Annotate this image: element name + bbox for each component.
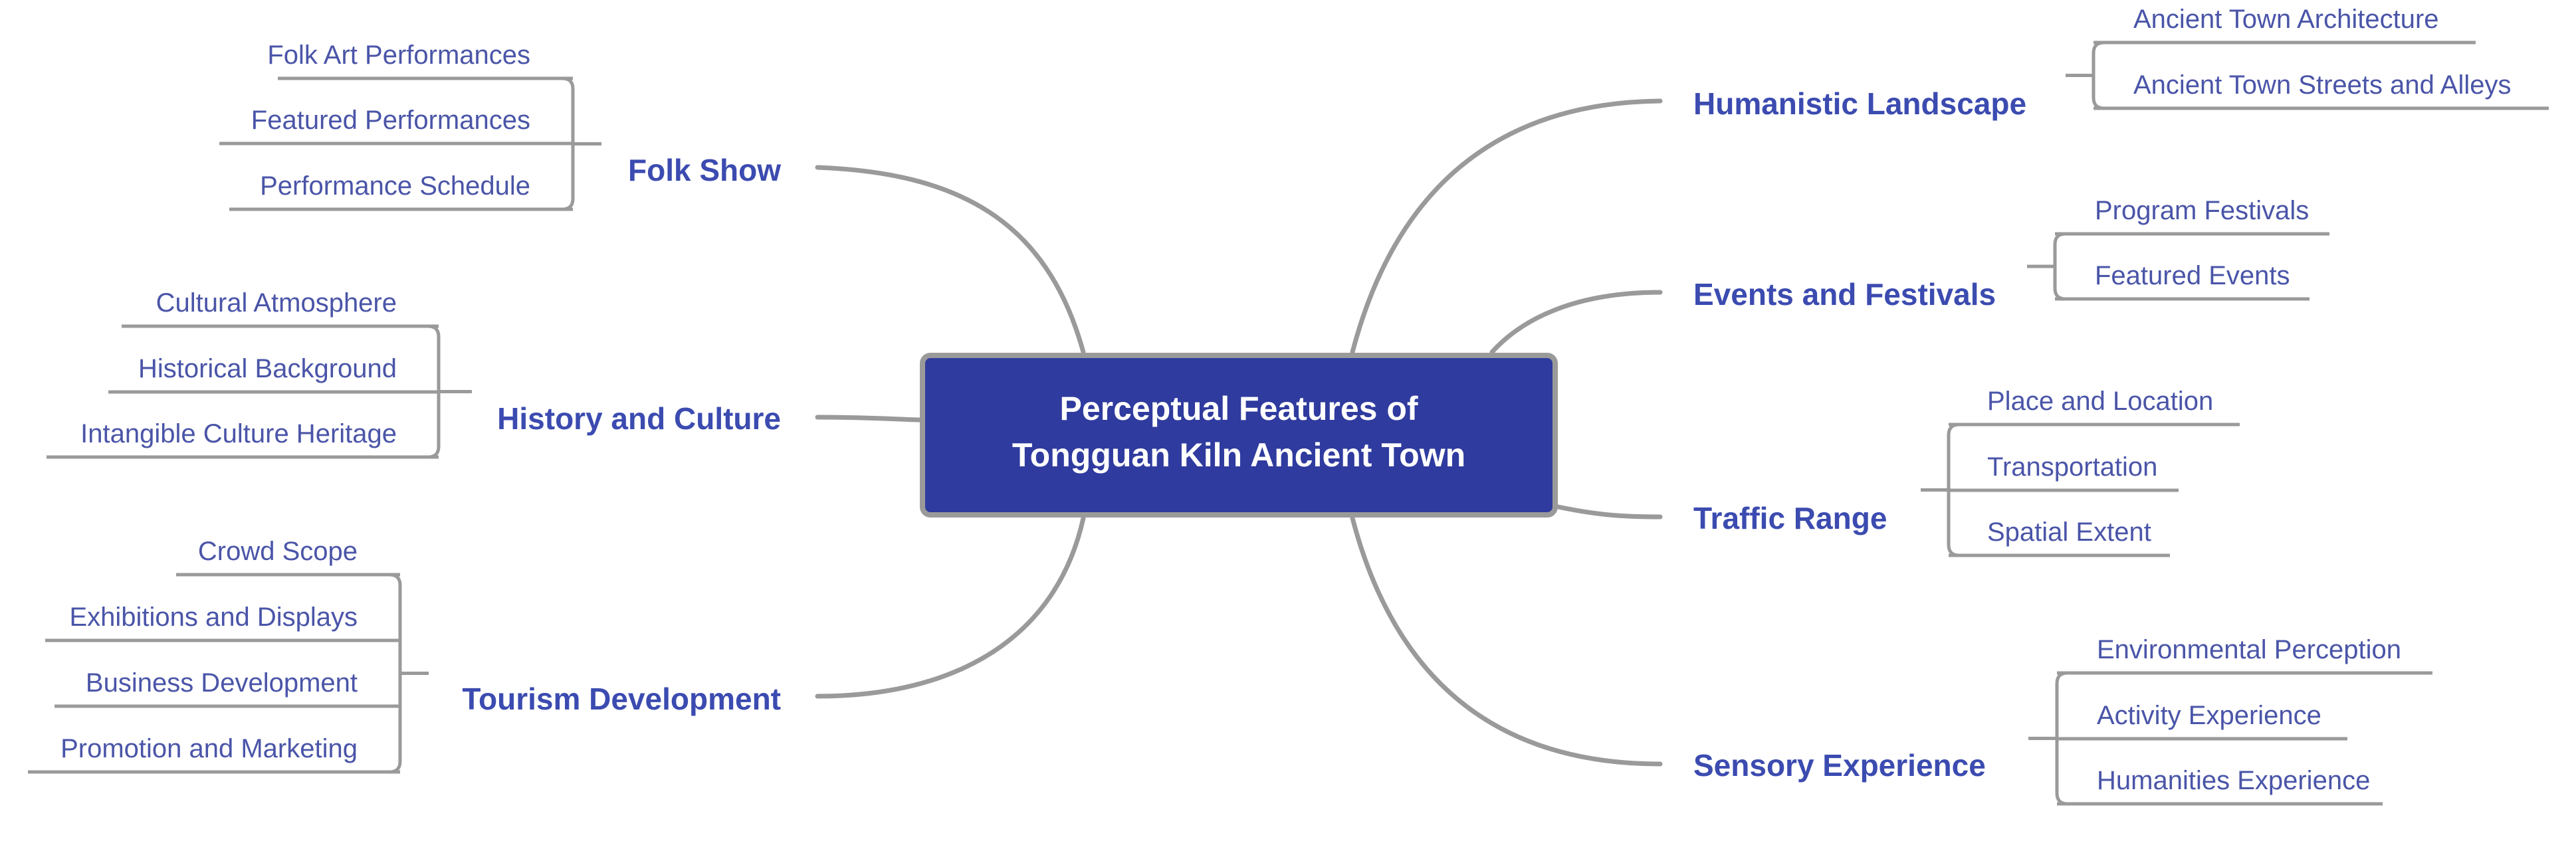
history-and-culture-connector [815, 415, 925, 423]
main-topic-humanistic-landscape: Humanistic Landscape [1693, 86, 2026, 121]
humanistic-landscape-bracket [2092, 41, 2105, 110]
subtopic-label: Featured Events [2095, 261, 2290, 290]
subtopic-label: Intangible Culture Heritage [80, 419, 397, 448]
subtopic-item[interactable]: Crowd Scope [176, 537, 400, 577]
subtopic-label: Featured Performances [251, 106, 530, 135]
main-topic-traffic-range: Traffic Range [1693, 501, 1887, 535]
sensory-experience-connector [1350, 516, 1663, 767]
subtopic-label: Exhibitions and Displays [69, 603, 358, 632]
main-topic-events-and-festivals: Events and Festivals [1693, 277, 1996, 312]
tourism-development-bracket [389, 573, 402, 774]
branch-traffic-range[interactable]: Traffic Range Place and LocationTransport… [1693, 387, 2240, 557]
subtopic-label: Ancient Town Architecture [2133, 5, 2439, 34]
subtopic-item[interactable]: Transportation [1949, 452, 2179, 492]
subtopic-label: Historical Background [138, 354, 397, 383]
branch-humanistic-landscape[interactable]: Humanistic Landscape Ancient Town Archite… [1693, 5, 2549, 121]
subtopic-item[interactable]: Ancient Town Streets and Alleys [2093, 70, 2549, 110]
subtopic-item[interactable]: Cultural Atmosphere [122, 288, 439, 328]
subtopic-item[interactable]: Program Festivals [2055, 196, 2329, 236]
humanistic-landscape-connector [1350, 98, 1663, 355]
subtopic-item[interactable]: Environmental Perception [2057, 635, 2432, 675]
subtopic-item[interactable]: Featured Events [2055, 261, 2309, 301]
subtopic-item[interactable]: Ancient Town Architecture [2093, 5, 2476, 45]
subtopic-item[interactable]: Intangible Culture Heritage [47, 419, 439, 459]
folk-show-connector [815, 165, 1086, 355]
subtopic-label: Place and Location [1987, 387, 2213, 416]
events-and-festivals-bracket [2053, 232, 2066, 301]
subtopic-item[interactable]: Featured Performances [219, 106, 573, 145]
main-topic-sensory-experience: Sensory Experience [1693, 748, 1986, 783]
central-topic[interactable]: Perceptual Features of Tongguan Kiln Anci… [920, 353, 1558, 518]
subtopic-label: Humanities Experience [2097, 766, 2370, 795]
central-topic-title-line1: Perceptual Features of [1059, 390, 1418, 427]
subtopic-label: Business Development [86, 668, 358, 698]
central-topic-box [920, 353, 1558, 518]
subtopic-item[interactable]: Business Development [54, 668, 400, 708]
main-topic-history-and-culture: History and Culture [497, 401, 781, 436]
subtopic-label: Environmental Perception [2097, 635, 2401, 664]
subtopic-label: Cultural Atmosphere [156, 288, 397, 318]
subtopic-item[interactable]: Place and Location [1949, 387, 2240, 427]
branch-events-and-festivals[interactable]: Events and Festivals Program FestivalsFea… [1693, 196, 2329, 312]
subtopic-item[interactable]: Historical Background [108, 354, 439, 394]
subtopic-label: Performance Schedule [260, 171, 530, 201]
subtopic-label: Spatial Extent [1987, 518, 2151, 547]
tourism-development-connector [815, 516, 1086, 699]
main-topic-folk-show: Folk Show [628, 153, 781, 187]
subtopic-label: Folk Art Performances [267, 41, 530, 70]
branch-tourism-development[interactable]: Tourism Development Crowd ScopeExhibition… [28, 537, 781, 774]
subtopic-label: Activity Experience [2097, 701, 2321, 730]
subtopic-item[interactable]: Activity Experience [2057, 701, 2347, 741]
subtopic-item[interactable]: Humanities Experience [2057, 766, 2383, 806]
subtopic-label: Transportation [1987, 452, 2157, 482]
subtopic-item[interactable]: Folk Art Performances [267, 41, 573, 80]
branch-sensory-experience[interactable]: Sensory Experience Environmental Percepti… [1693, 635, 2432, 806]
main-topic-tourism-development: Tourism Development [462, 682, 781, 716]
subtopic-item[interactable]: Spatial Extent [1949, 518, 2170, 557]
subtopic-item[interactable]: Performance Schedule [229, 171, 573, 211]
subtopic-label: Program Festivals [2095, 196, 2309, 225]
subtopic-item[interactable]: Exhibitions and Displays [45, 603, 400, 642]
subtopic-label: Ancient Town Streets and Alleys [2133, 70, 2511, 100]
subtopic-item[interactable]: Promotion and Marketing [28, 734, 400, 774]
events-and-festivals-connector [1489, 290, 1663, 355]
central-topic-title-line2: Tongguan Kiln Ancient Town [1012, 436, 1465, 474]
subtopic-label: Promotion and Marketing [60, 734, 358, 763]
connector-curves [815, 98, 1663, 767]
subtopic-label: Crowd Scope [198, 537, 358, 566]
traffic-range-connector [1553, 504, 1663, 520]
branch-history-and-culture[interactable]: History and Culture Cultural AtmosphereHi… [47, 288, 781, 459]
